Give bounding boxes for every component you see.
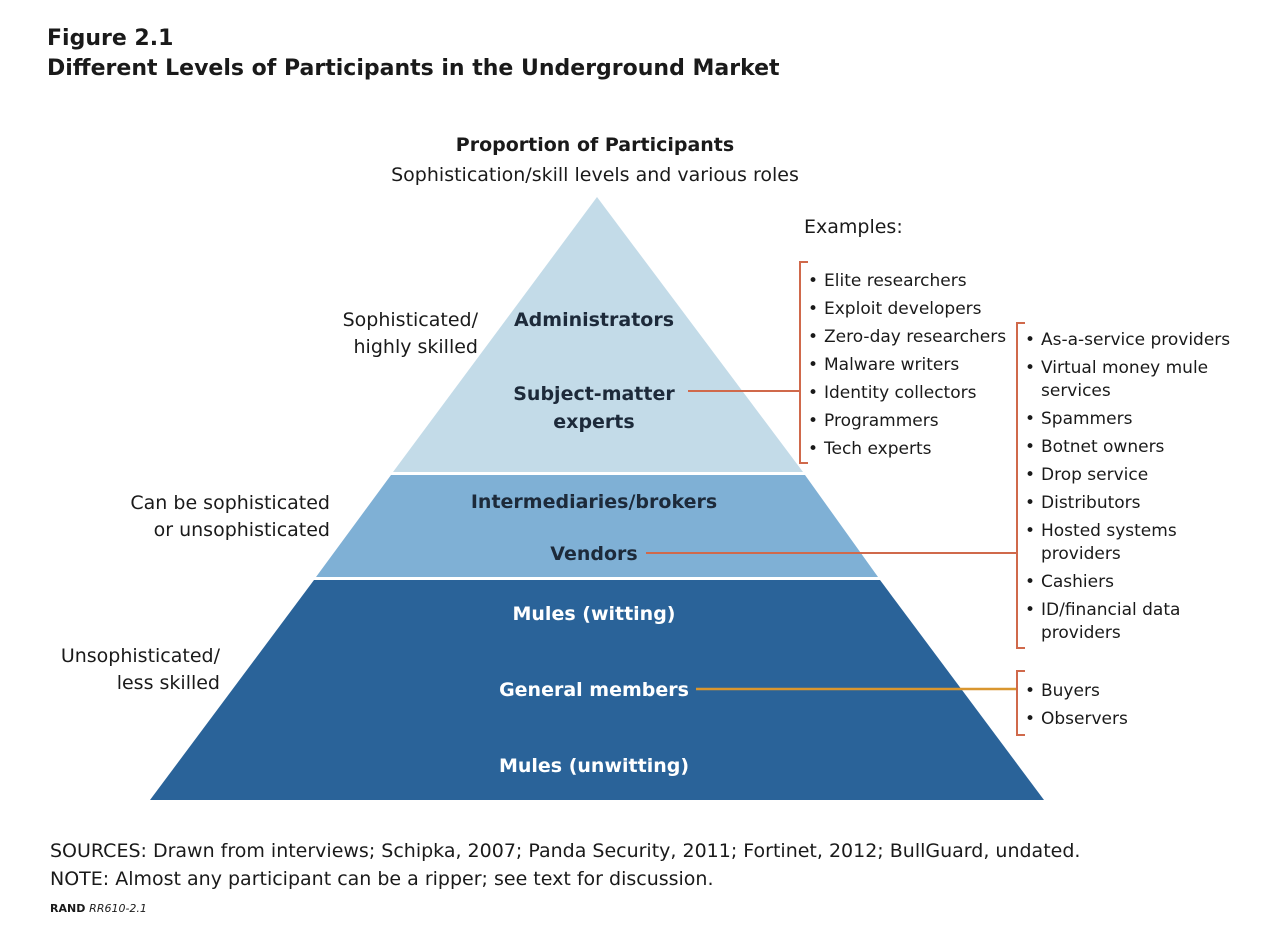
list-item: Distributors (1023, 492, 1230, 515)
list-item: Malware writers (806, 351, 1006, 379)
sme-examples-list: Elite researchers Exploit developers Zer… (806, 267, 1006, 463)
list-item-line: As-a-service providers (1041, 330, 1231, 350)
list-item-line: Virtual money mule (1041, 358, 1209, 378)
list-item: Botnet owners (1023, 436, 1230, 459)
credit-code: RR610-2.1 (89, 902, 147, 915)
list-item-line: Spammers (1041, 409, 1133, 429)
list-item-line: providers (1041, 544, 1121, 564)
examples-title: Examples: (804, 216, 903, 238)
tier-mules-witting: Mules (witting) (512, 603, 676, 625)
side-label-line: or unsophisticated (153, 519, 330, 541)
tier-vendors: Vendors (550, 543, 638, 565)
tier-label-line: Subject-matter (513, 383, 675, 405)
pyramid-middle-tier (316, 475, 878, 577)
list-item-line: Drop service (1041, 465, 1149, 485)
pyramid-subtitle: Sophistication/skill levels and various … (391, 164, 799, 186)
list-item: Zero-day researchers (806, 323, 1006, 351)
pyramid-bottom-tier (150, 580, 1044, 800)
list-item-line: services (1041, 381, 1111, 401)
tier-general-members: General members (499, 679, 689, 701)
credit-org: RAND (50, 902, 86, 915)
list-item: Programmers (806, 407, 1006, 435)
list-item-line: providers (1041, 623, 1121, 643)
vendor-examples-list: As-a-service providers Virtual money mul… (1023, 329, 1230, 650)
side-label-line: less skilled (116, 672, 220, 694)
list-item: Elite researchers (806, 267, 1006, 295)
side-label-line: Can be sophisticated (130, 492, 330, 514)
side-label-mixed: Can be sophisticated or unsophisticated (60, 490, 330, 544)
list-item: As-a-service providers (1023, 329, 1230, 352)
tier-administrators: Administrators (513, 309, 675, 331)
tier-subject-matter-experts: Subject-matter experts (444, 380, 744, 436)
pyramid-title: Proportion of Participants (455, 134, 735, 156)
list-item-line: Distributors (1041, 493, 1141, 513)
side-label-unsophisticated: Unsophisticated/ less skilled (10, 643, 220, 697)
member-examples-list: Buyers Observers (1023, 677, 1128, 733)
side-label-line: Unsophisticated/ (60, 645, 220, 667)
list-item: Identity collectors (806, 379, 1006, 407)
list-item: Virtual money mule services (1023, 357, 1230, 403)
list-item: Exploit developers (806, 295, 1006, 323)
figure-credit: RAND RR610-2.1 (50, 902, 147, 915)
list-item: ID/financial data providers (1023, 599, 1230, 645)
list-item: Buyers (1023, 677, 1128, 705)
side-label-line: Sophisticated/ (342, 309, 478, 331)
figure-number: Figure 2.1 (47, 26, 174, 51)
vendor-examples-bracket (1016, 322, 1025, 649)
tier-intermediaries-brokers: Intermediaries/brokers (470, 491, 718, 513)
list-item-line: ID/financial data (1041, 600, 1181, 620)
list-item-line: Cashiers (1041, 572, 1114, 592)
list-item-line: Botnet owners (1041, 437, 1165, 457)
tier-label-line: experts (553, 411, 635, 433)
list-item: Observers (1023, 705, 1128, 733)
tier-mules-unwitting: Mules (unwitting) (498, 755, 690, 777)
figure-title: Different Levels of Participants in the … (47, 56, 780, 81)
sme-examples-bracket (799, 261, 808, 464)
discussion-note: NOTE: Almost any participant can be a ri… (50, 868, 714, 890)
side-label-line: highly skilled (353, 336, 478, 358)
pyramid-top-tier (393, 197, 803, 472)
list-item-line: Hosted systems (1041, 521, 1177, 541)
list-item: Hosted systems providers (1023, 520, 1230, 566)
list-item: Spammers (1023, 408, 1230, 431)
sources-note: SOURCES: Drawn from interviews; Schipka,… (50, 840, 1081, 862)
list-item: Tech experts (806, 435, 1006, 463)
side-label-sophisticated: Sophisticated/ highly skilled (270, 307, 478, 361)
list-item: Cashiers (1023, 571, 1230, 594)
list-item: Drop service (1023, 464, 1230, 487)
member-examples-bracket (1016, 670, 1025, 736)
